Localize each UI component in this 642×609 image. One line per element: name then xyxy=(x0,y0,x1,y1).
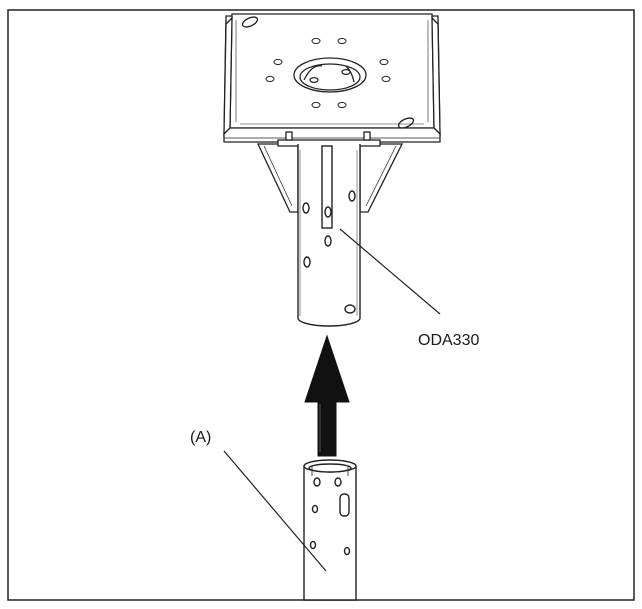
callout-leader-a xyxy=(223,450,327,572)
callout-label-a: (A) xyxy=(190,429,211,446)
callout-label-oda330: ODA330 xyxy=(418,332,479,349)
callout-leader-oda330 xyxy=(339,228,441,315)
insert-arrow xyxy=(304,334,350,457)
plate-holes xyxy=(265,37,391,109)
center-opening xyxy=(293,57,367,93)
oda330-tube xyxy=(297,144,361,327)
lower-tube-a xyxy=(303,459,357,601)
